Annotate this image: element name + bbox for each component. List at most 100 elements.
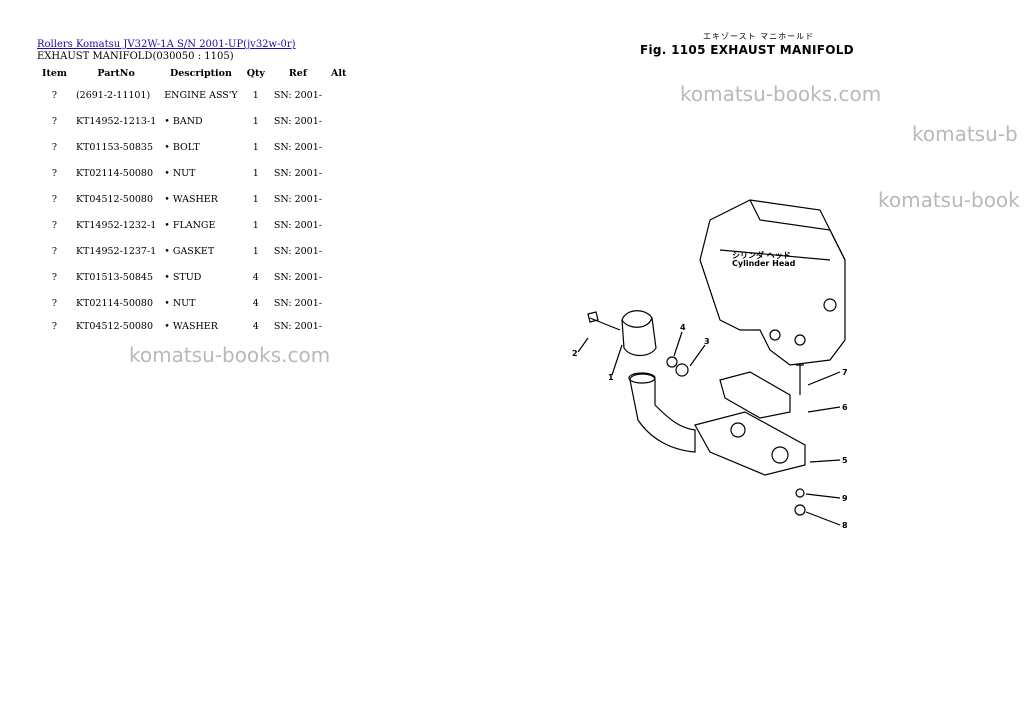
description-cell: • NUT [164, 297, 196, 309]
item-cell: ? [51, 89, 58, 101]
description-cell: • GASKET [164, 245, 215, 257]
table-row: ? KT14952-1237-1 • GASKET 1 SN: 2001- [37, 238, 351, 264]
column-header-description: Description [170, 67, 232, 79]
partno-cell: KT02114-50080 [75, 167, 154, 179]
table-header-row: Item PartNo Description Qty Ref Alt [37, 64, 351, 82]
exhaust-manifold-diagram: シリンダ ヘッド Cylinder Head 2 1 4 3 7 6 5 9 8 [572, 199, 848, 530]
qty-cell: 1 [252, 219, 259, 231]
partno-cell: (2691-2-11101) [75, 89, 151, 101]
description-cell: ENGINE ASS'Y [164, 89, 238, 101]
table-row: ? KT01153-50835 • BOLT 1 SN: 2001- [37, 134, 351, 160]
callout-2: 2 [572, 349, 578, 358]
column-header-item: Item [42, 67, 67, 79]
item-cell: ? [51, 245, 58, 257]
item-cell: ? [51, 271, 58, 283]
description-cell: • WASHER [164, 320, 218, 332]
callout-4: 4 [680, 323, 686, 332]
item-cell: ? [51, 219, 58, 231]
item-cell: ? [51, 115, 58, 127]
partno-cell: KT02114-50080 [75, 297, 154, 309]
watermark: komatsu-books.com [680, 82, 882, 106]
parts-table: Item PartNo Description Qty Ref Alt ? (2… [37, 64, 351, 336]
qty-cell: 4 [252, 320, 259, 332]
callout-9: 9 [842, 494, 848, 503]
ref-cell: SN: 2001- [273, 245, 322, 257]
partno-cell: KT04512-50080 [75, 193, 154, 205]
table-row: ? KT14952-1232-1 • FLANGE 1 SN: 2001- [37, 212, 351, 238]
alt-cell [326, 160, 351, 186]
qty-cell: 1 [252, 141, 259, 153]
qty-cell: 1 [252, 245, 259, 257]
alt-cell [326, 316, 351, 336]
flange [694, 411, 806, 476]
partno-cell: KT14952-1232-1 [75, 219, 157, 231]
stud [796, 364, 804, 395]
column-header-alt: Alt [330, 67, 347, 79]
alt-cell [326, 134, 351, 160]
washer [666, 356, 678, 368]
figure-title-text: Fig. 1105 EXHAUST MANIFOLD [640, 43, 854, 57]
qty-cell: 1 [252, 167, 259, 179]
lower-nut [794, 504, 806, 516]
ref-cell: SN: 2001- [273, 115, 322, 127]
alt-cell [326, 186, 351, 212]
ref-cell: SN: 2001- [273, 320, 322, 332]
ref-cell: SN: 2001- [273, 193, 322, 205]
callout-7: 7 [842, 368, 848, 377]
item-cell: ? [51, 320, 58, 332]
callout-5: 5 [842, 456, 848, 465]
column-header-qty: Qty [246, 67, 265, 79]
ref-cell: SN: 2001- [273, 167, 322, 179]
model-link[interactable]: Rollers Komatsu JV32W-1A S/N 2001-UP(jv3… [37, 39, 296, 50]
cylinder-head-label-jp: シリンダ ヘッド [732, 250, 791, 260]
bolt [587, 311, 621, 331]
item-cell: ? [51, 141, 58, 153]
table-row: ? KT01513-50845 • STUD 4 SN: 2001- [37, 264, 351, 290]
item-cell: ? [51, 193, 58, 205]
ref-cell: SN: 2001- [273, 297, 322, 309]
ref-cell: SN: 2001- [273, 219, 322, 231]
qty-cell: 4 [252, 271, 259, 283]
watermark: komatsu-b [912, 122, 1018, 146]
section-subtitle: EXHAUST MANIFOLD(030050 : 1105) [37, 51, 234, 62]
qty-cell: 1 [252, 193, 259, 205]
exhaust-pipe [629, 373, 696, 453]
partno-cell: KT04512-50080 [75, 320, 154, 332]
table-row: ? (2691-2-11101) ENGINE ASS'Y 1 SN: 2001… [37, 82, 351, 108]
ref-cell: SN: 2001- [273, 141, 322, 153]
callout-8: 8 [842, 521, 848, 530]
table-row: ? KT02114-50080 • NUT 4 SN: 2001- [37, 290, 351, 316]
partno-cell: KT14952-1237-1 [75, 245, 157, 257]
alt-cell [326, 264, 351, 290]
description-cell: • BOLT [164, 141, 200, 153]
exhaust-band [621, 310, 657, 357]
figure-title-japanese: エキゾースト マニホールド [703, 32, 815, 41]
table-row: ? KT02114-50080 • NUT 1 SN: 2001- [37, 160, 351, 186]
description-cell: • BAND [164, 115, 203, 127]
description-cell: • WASHER [164, 193, 218, 205]
qty-cell: 1 [252, 89, 259, 101]
callout-3: 3 [704, 337, 710, 346]
alt-cell [326, 108, 351, 134]
lower-washer [795, 488, 805, 498]
page-header: Rollers Komatsu JV32W-1A S/N 2001-UP(jv3… [37, 39, 296, 63]
item-cell: ? [51, 167, 58, 179]
gasket [719, 371, 791, 419]
ref-cell: SN: 2001- [273, 89, 322, 101]
description-cell: • STUD [164, 271, 202, 283]
partno-cell: KT14952-1213-1 [75, 115, 157, 127]
column-header-partno: PartNo [97, 67, 135, 79]
table-row: ? KT04512-50080 • WASHER 1 SN: 2001- [37, 186, 351, 212]
cylinder-head [699, 199, 846, 366]
alt-cell [326, 82, 351, 108]
alt-cell [326, 212, 351, 238]
description-cell: • NUT [164, 167, 196, 179]
partno-cell: KT01513-50845 [75, 271, 154, 283]
ref-cell: SN: 2001- [273, 271, 322, 283]
callout-1: 1 [608, 373, 614, 382]
alt-cell [326, 290, 351, 316]
callout-6: 6 [842, 403, 848, 412]
partno-cell: KT01153-50835 [75, 141, 154, 153]
alt-cell [326, 238, 351, 264]
watermark: komatsu-book [878, 188, 1020, 212]
